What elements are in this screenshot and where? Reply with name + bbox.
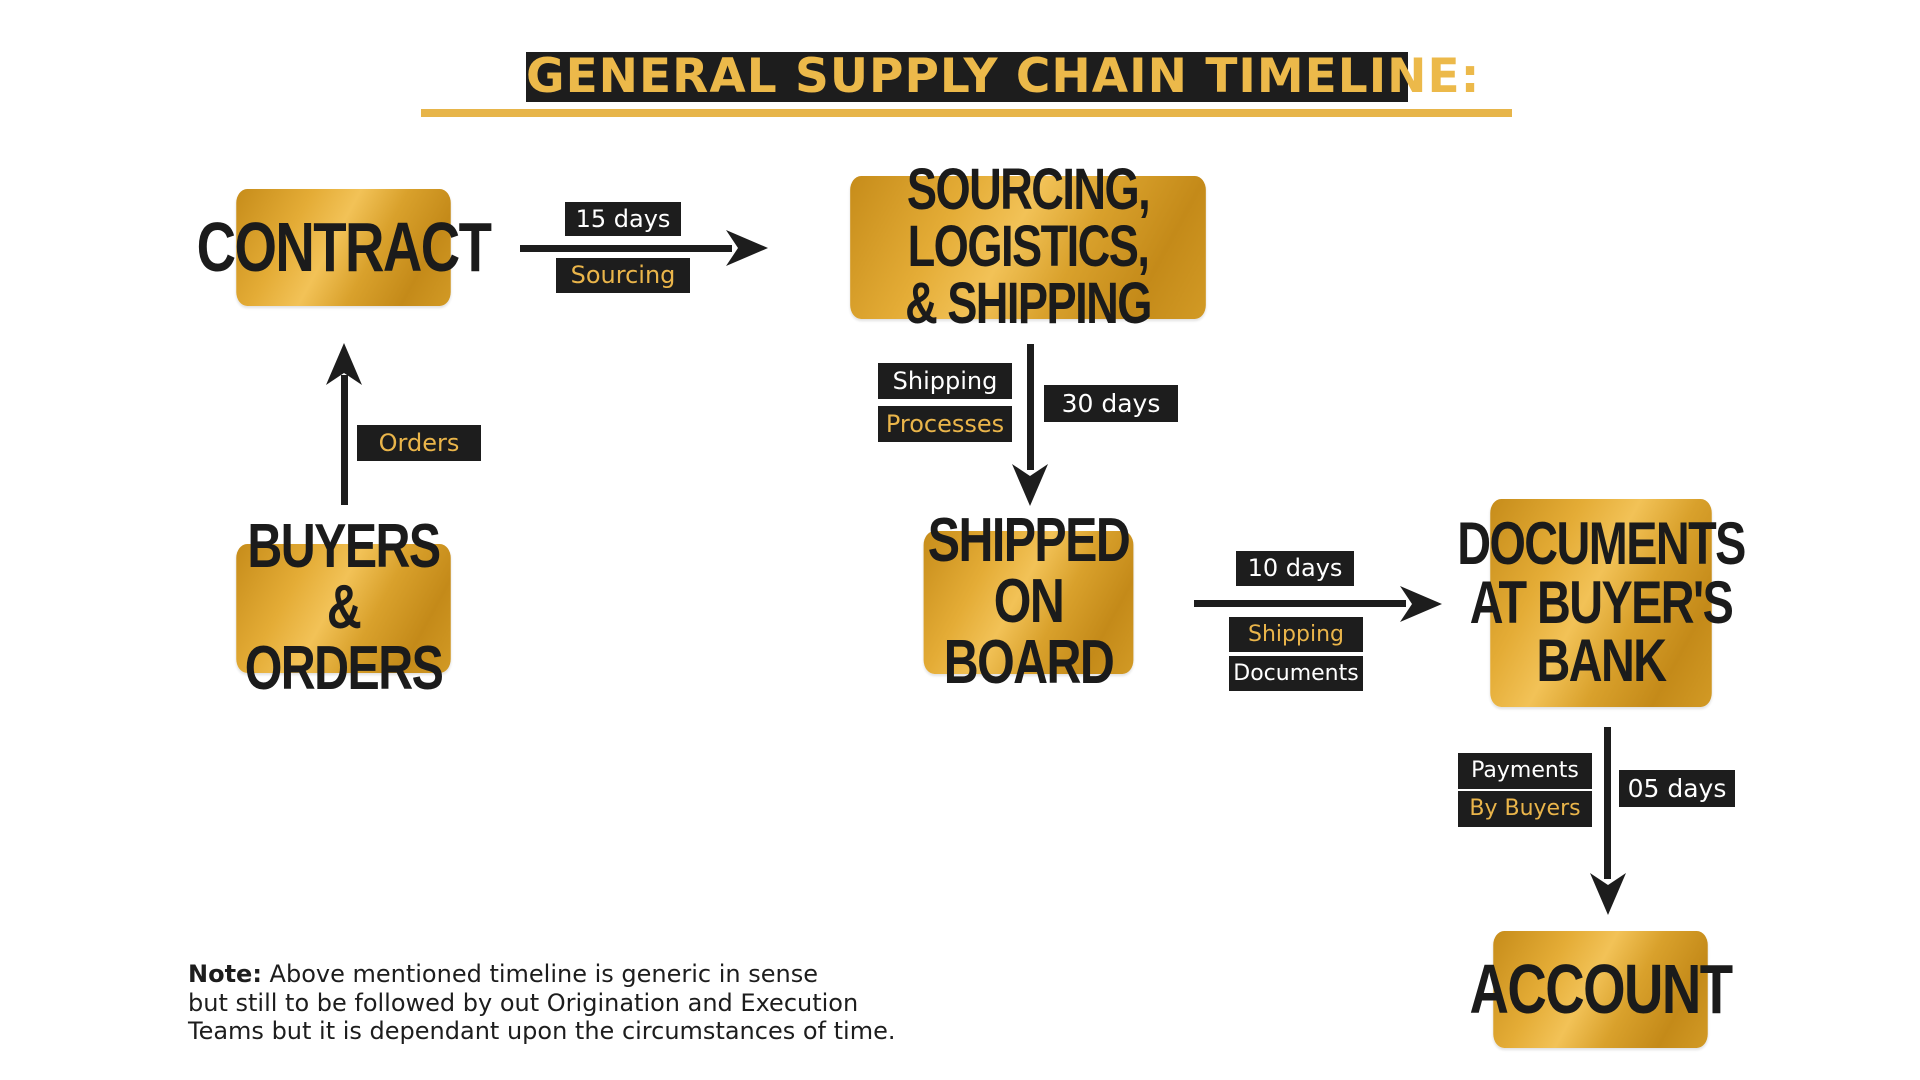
arrow-shipping-process-shaft bbox=[1027, 344, 1034, 470]
arrow-orders-shaft bbox=[341, 375, 348, 505]
edge-duration-30-days: 30 days bbox=[1044, 385, 1178, 422]
edge-duration-10-days: 10 days bbox=[1236, 551, 1354, 586]
node-contract: CONTRACT bbox=[197, 189, 492, 306]
footnote-line-3: Teams but it is dependant upon the circu… bbox=[188, 1017, 896, 1045]
node-buyers-orders: BUYERS & ORDERS bbox=[236, 516, 451, 699]
edge-label-processes: Processes bbox=[878, 406, 1012, 442]
edge-label-sourcing: Sourcing bbox=[556, 258, 690, 293]
edge-label-shipping: Shipping bbox=[878, 363, 1012, 399]
arrow-payments-shaft bbox=[1604, 727, 1611, 879]
arrowhead-right-1 bbox=[726, 230, 768, 266]
node-account: ACCOUNT bbox=[1469, 931, 1733, 1048]
footnote-line-2: but still to be followed by out Originat… bbox=[188, 988, 859, 1017]
edge-label-documents: Documents bbox=[1229, 656, 1363, 691]
arrowhead-down-1 bbox=[1012, 464, 1048, 506]
diagram-title: GENERAL SUPPLY CHAIN TIMELINE: bbox=[526, 49, 1481, 104]
node-documents-label: DOCUMENTS AT BUYER'S BANK bbox=[1457, 509, 1746, 695]
edge-duration-05-days: 05 days bbox=[1619, 770, 1735, 807]
node-contract-label: CONTRACT bbox=[196, 208, 492, 287]
arrowhead-right-2 bbox=[1400, 586, 1442, 622]
footnote-line-1: Note: Above mentioned timeline is generi… bbox=[188, 960, 948, 989]
footnote-line-1-text: Above mentioned timeline is generic in s… bbox=[261, 960, 818, 988]
edge-label-orders: Orders bbox=[357, 425, 481, 461]
edge-duration-15-days: 15 days bbox=[565, 202, 681, 236]
edge-label-payments: Payments bbox=[1458, 753, 1592, 789]
node-sourcing-label: SOURCING, LOGISTICS, & SHIPPING bbox=[905, 157, 1152, 336]
node-shipped-on-board: SHIPPED ON BOARD bbox=[923, 510, 1134, 693]
footnote-prefix: Note: bbox=[188, 960, 262, 988]
node-account-label: ACCOUNT bbox=[1469, 950, 1733, 1029]
title-underline bbox=[421, 109, 1512, 117]
edge-label-shipping-2: Shipping bbox=[1229, 617, 1363, 652]
node-buyers-label: BUYERS & ORDERS bbox=[244, 512, 444, 703]
arrowhead-down-2 bbox=[1590, 873, 1626, 915]
arrowhead-up bbox=[326, 343, 362, 385]
edge-label-by-buyers: By Buyers bbox=[1458, 791, 1592, 827]
node-documents-at-buyers-bank: DOCUMENTS AT BUYER'S BANK bbox=[1457, 499, 1746, 707]
footnote: Note: Above mentioned timeline is generi… bbox=[188, 960, 948, 1046]
arrow-sourcing-shaft bbox=[520, 245, 732, 252]
node-shipped-label: SHIPPED ON BOARD bbox=[927, 506, 1131, 697]
node-sourcing-logistics-shipping: SOURCING, LOGISTICS, & SHIPPING bbox=[850, 161, 1206, 333]
arrow-shipping-documents-shaft bbox=[1194, 600, 1406, 607]
